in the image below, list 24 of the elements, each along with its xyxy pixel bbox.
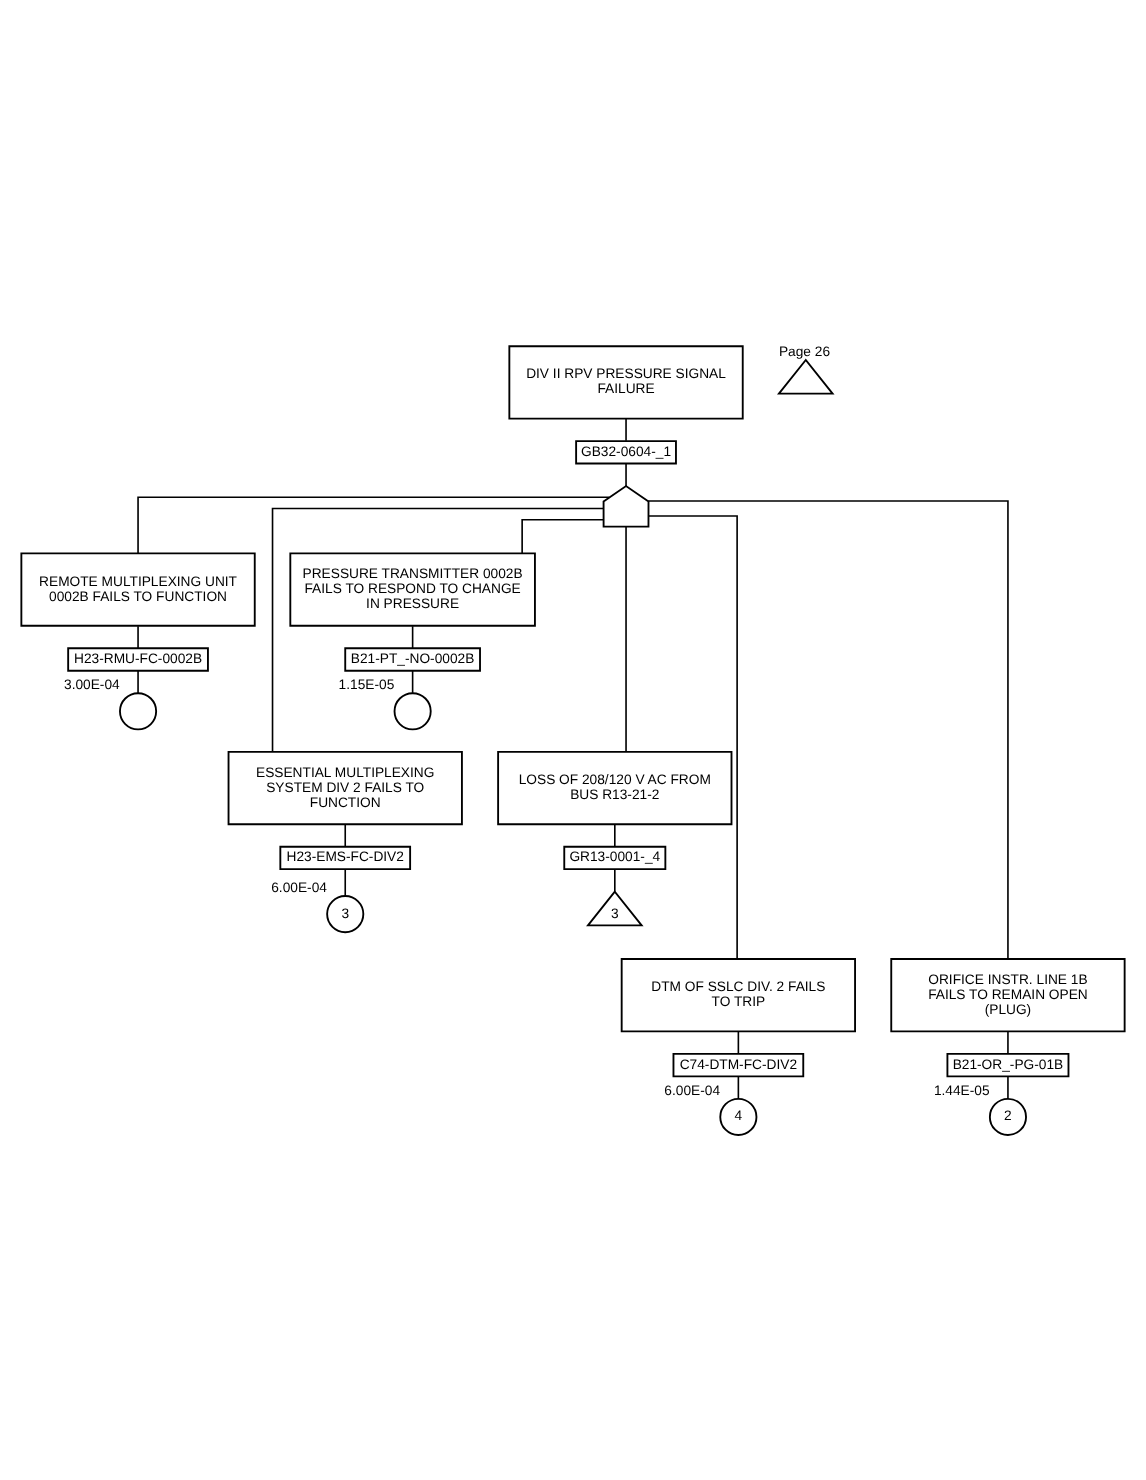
connector — [625, 462, 627, 487]
connector — [271, 507, 605, 753]
node-circle — [393, 692, 432, 731]
connector — [411, 625, 414, 649]
connector — [625, 418, 627, 442]
connector — [137, 496, 611, 554]
connector — [737, 1031, 740, 1055]
connector — [737, 1075, 740, 1100]
connector — [625, 526, 627, 753]
connector — [344, 868, 347, 897]
node-triangle — [777, 358, 835, 395]
connector — [137, 625, 139, 649]
connector — [344, 823, 347, 848]
connector — [614, 823, 616, 848]
connector — [647, 500, 1009, 960]
node-gate — [602, 484, 650, 528]
connector — [647, 515, 738, 960]
connector — [137, 670, 139, 694]
connector — [411, 670, 414, 694]
connector — [521, 518, 605, 554]
connector — [1007, 1031, 1009, 1055]
connector — [614, 868, 616, 893]
node-circle — [119, 692, 158, 731]
connector — [1007, 1075, 1009, 1100]
